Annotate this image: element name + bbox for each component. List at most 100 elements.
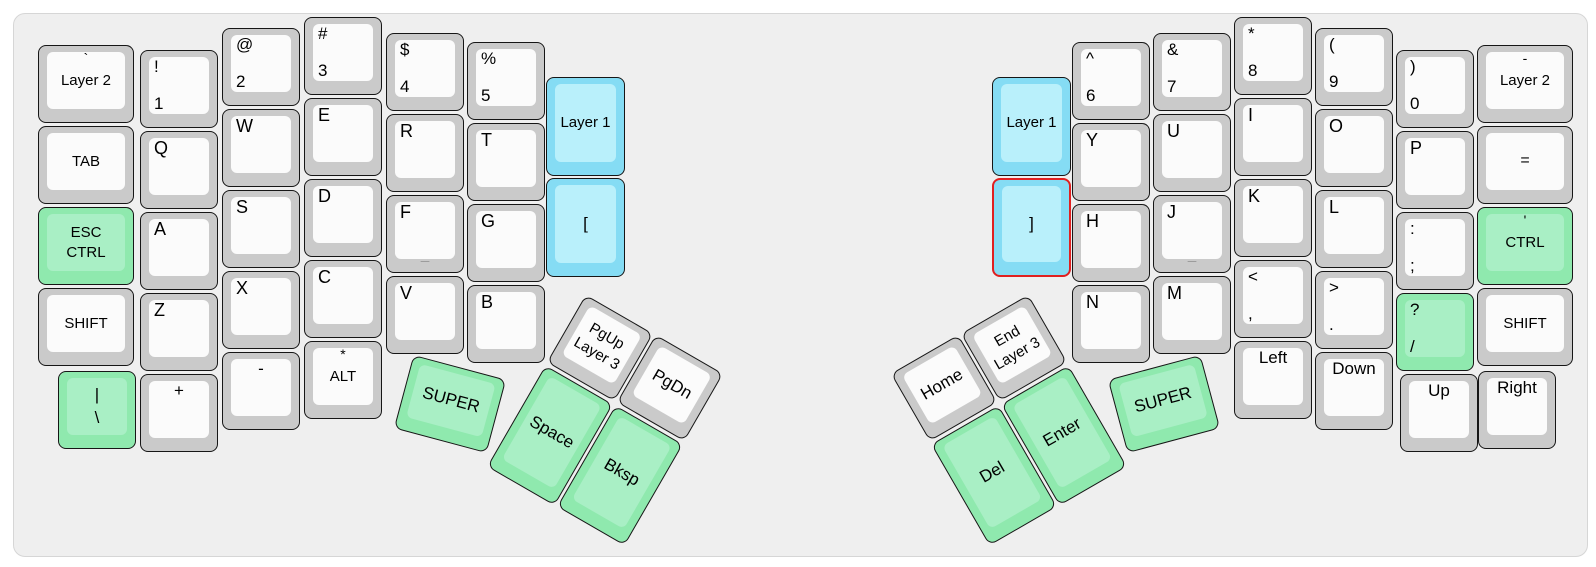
key-b[interactable]: B (467, 285, 545, 363)
key-left-arrow[interactable]: Left (1234, 341, 1312, 419)
key-label: $ (400, 40, 410, 59)
key-gt-period[interactable]: >. (1315, 271, 1393, 349)
keycap-top: W (231, 116, 291, 173)
keycap-top: $4 (395, 40, 455, 97)
key-k[interactable]: K (1234, 179, 1312, 257)
key-4[interactable]: $4 (386, 33, 464, 111)
key-l[interactable]: L (1315, 190, 1393, 268)
key-6[interactable]: ^6 (1072, 42, 1150, 120)
key-label: R (400, 121, 413, 141)
key-label: TAB (71, 152, 101, 170)
keycap-top: SUPER (1118, 363, 1208, 438)
key-label: * (1248, 24, 1255, 43)
key-s[interactable]: S (222, 190, 300, 268)
key-label: _ (1187, 246, 1197, 263)
keycap-top: - (231, 359, 291, 416)
keycap-top: A (149, 219, 209, 276)
key-up-arrow[interactable]: Up (1400, 374, 1478, 452)
key-d[interactable]: D (304, 179, 382, 257)
key-n[interactable]: N (1072, 285, 1150, 363)
key-j[interactable]: J_ (1153, 195, 1231, 273)
key-label: 2 (236, 72, 246, 92)
key-g[interactable]: G (467, 204, 545, 282)
key-2[interactable]: @2 (222, 28, 300, 106)
key-f[interactable]: F_ (386, 195, 464, 273)
key-e[interactable]: E (304, 98, 382, 176)
key-9[interactable]: (9 (1315, 28, 1393, 106)
keycap-top: Home (902, 345, 983, 425)
key-z[interactable]: Z (140, 293, 218, 371)
key-tab[interactable]: TAB (38, 126, 134, 204)
key-label: ' (1523, 212, 1527, 228)
key-shift-right[interactable]: SHIFT (1477, 288, 1573, 366)
key-w[interactable]: W (222, 109, 300, 187)
key-label: [ (583, 213, 588, 233)
key-u[interactable]: U (1153, 114, 1231, 192)
keycap-top: ^6 (1081, 49, 1141, 106)
keycap-top: [ (555, 185, 616, 263)
key-x[interactable]: X (222, 271, 300, 349)
key-p[interactable]: P (1396, 131, 1474, 209)
key-equals[interactable]: = (1477, 126, 1573, 204)
key-5[interactable]: %5 (467, 42, 545, 120)
key-colon-semicolon[interactable]: :; (1396, 212, 1474, 290)
key-label: ? (1410, 300, 1420, 319)
key-label: 9 (1329, 72, 1339, 92)
key-label: P (1410, 138, 1423, 158)
key-rbracket[interactable]: ] (992, 178, 1071, 277)
key-layer1-right[interactable]: Layer 1 (992, 77, 1071, 176)
key-label: CTRL (1505, 233, 1545, 251)
key-quote-ctrl[interactable]: ' CTRL (1477, 207, 1573, 285)
key-a[interactable]: A (140, 212, 218, 290)
key-o[interactable]: O (1315, 109, 1393, 187)
key-super-right[interactable]: SUPER (1107, 354, 1221, 454)
keycap-top: Right (1487, 378, 1547, 435)
key-7[interactable]: &7 (1153, 33, 1231, 111)
key-question-slash[interactable]: ?/ (1396, 293, 1474, 371)
key-label: , (1248, 304, 1253, 324)
key-h[interactable]: H (1072, 204, 1150, 282)
keycap-top: ' CTRL (1486, 212, 1564, 271)
keycap-top: H (1081, 211, 1141, 268)
key-lbracket[interactable]: [ (546, 178, 625, 277)
key-star-alt[interactable]: *ALT (304, 341, 382, 419)
key-t[interactable]: T (467, 123, 545, 201)
keycap-top: %5 (476, 49, 536, 106)
key-lt-comma[interactable]: <, (1234, 260, 1312, 338)
key-down-arrow[interactable]: Down (1315, 352, 1393, 430)
keycap-top: + (149, 381, 209, 438)
key-label: X (236, 278, 249, 298)
key-label: PgDn (648, 365, 696, 404)
key-8[interactable]: *8 (1234, 17, 1312, 95)
keycap-top: (9 (1324, 35, 1384, 92)
keycap-top: B (476, 292, 536, 349)
key-layer2-left[interactable]: `Layer 2 (38, 45, 134, 123)
key-minus-layer2[interactable]: -Layer 2 (1477, 45, 1573, 123)
key-m[interactable]: M (1153, 276, 1231, 354)
key-super-left[interactable]: SUPER (393, 354, 507, 454)
key-right-arrow[interactable]: Right (1478, 371, 1556, 449)
key-3[interactable]: #3 (304, 17, 382, 95)
key-v[interactable]: V (386, 276, 464, 354)
key-label: = (1520, 152, 1530, 170)
key-plus[interactable]: + (140, 374, 218, 452)
key-1[interactable]: !1 (140, 50, 218, 128)
key-y[interactable]: Y (1072, 123, 1150, 201)
key-c[interactable]: C (304, 260, 382, 338)
key-pipe-backslash[interactable]: |\ (58, 371, 136, 449)
key-minus[interactable]: - (222, 352, 300, 430)
keycap-top: L (1324, 197, 1384, 254)
key-i[interactable]: I (1234, 98, 1312, 176)
key-q[interactable]: Q (140, 131, 218, 209)
key-r[interactable]: R (386, 114, 464, 192)
keycap-top: !1 (149, 57, 209, 114)
key-label: W (236, 116, 253, 136)
key-layer1-left[interactable]: Layer 1 (546, 77, 625, 176)
key-shift-left[interactable]: SHIFT (38, 288, 134, 366)
keycap-top: *8 (1243, 24, 1303, 81)
keycap-top: M (1162, 283, 1222, 340)
key-0[interactable]: )0 (1396, 50, 1474, 128)
